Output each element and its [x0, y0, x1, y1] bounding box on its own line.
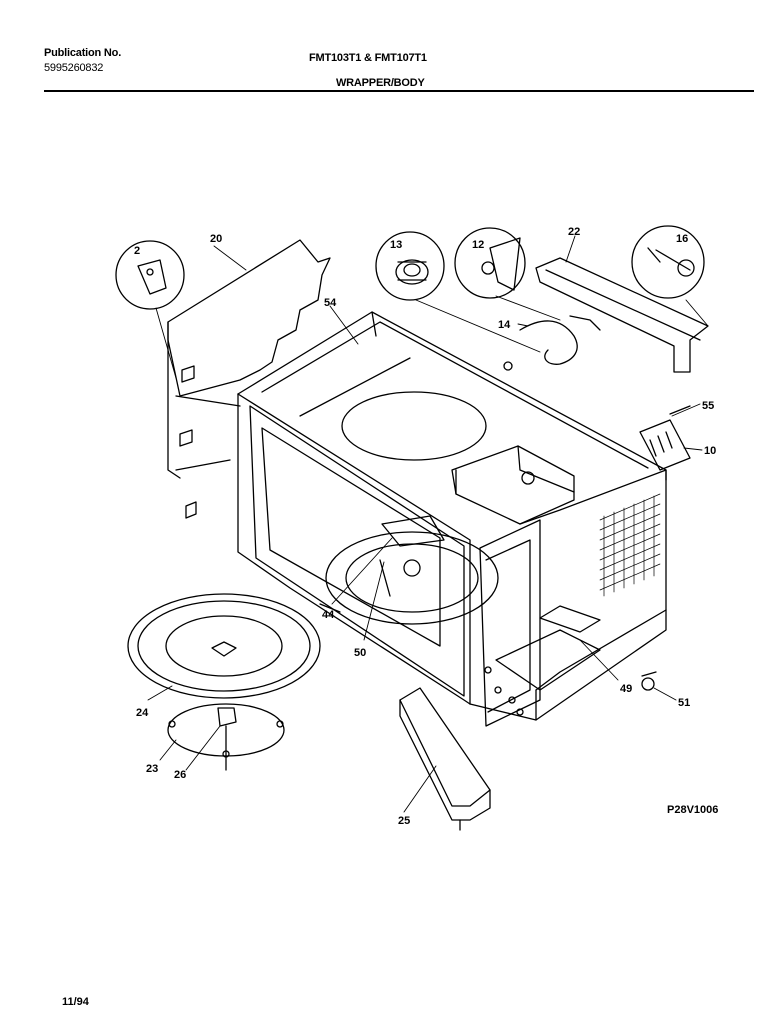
- wire-harness: [503, 315, 601, 371]
- publication-label: Publication No.: [44, 47, 122, 59]
- callout-25: 25: [398, 815, 410, 827]
- detail-circle-16: [631, 225, 705, 299]
- callout-24: 24: [136, 707, 149, 719]
- callout-22: 22: [568, 226, 580, 238]
- diagram-code: P28V1006: [667, 804, 719, 816]
- control-bracket: [535, 257, 709, 373]
- section-title: WRAPPER/BODY: [336, 77, 425, 89]
- detail-circle-13: [375, 231, 445, 301]
- callout-16: 16: [676, 233, 688, 245]
- callout-49: 49: [620, 683, 632, 695]
- callout-26: 26: [174, 769, 186, 781]
- callout-12: 12: [472, 239, 484, 251]
- callout-51: 51: [678, 697, 690, 709]
- callout-14: 14: [498, 319, 511, 331]
- callout-44: 44: [322, 609, 335, 621]
- side-brackets: [179, 365, 197, 519]
- outer-wrapper-panel: [167, 239, 331, 479]
- cabinet-body: [237, 311, 667, 727]
- callout-13: 13: [390, 239, 402, 251]
- publication-number: 5995260832: [44, 62, 104, 74]
- callout-23: 23: [146, 763, 158, 775]
- detail-circle-2: [115, 240, 185, 310]
- leader-lines: [147, 235, 709, 813]
- bottom-chute: [399, 687, 491, 831]
- callout-10: 10: [704, 445, 716, 457]
- turntable-tray: [127, 593, 321, 699]
- label-plate: [639, 405, 691, 471]
- foot-and-cover: [539, 605, 657, 691]
- callout-54: 54: [324, 297, 337, 309]
- publication-date: 11/94: [62, 996, 89, 1008]
- callout-labels: 2 20 54 13 12 22 16 14 55 10 44 50 24 23…: [134, 226, 716, 827]
- callout-55: 55: [702, 400, 714, 412]
- callout-20: 20: [210, 233, 222, 245]
- detail-circle-12: [454, 227, 526, 299]
- model-number: FMT103T1 & FMT107T1: [309, 52, 427, 64]
- roller-ring: [167, 703, 285, 771]
- callout-2: 2: [134, 245, 140, 257]
- header-rule: [44, 90, 754, 92]
- callout-50: 50: [354, 647, 366, 659]
